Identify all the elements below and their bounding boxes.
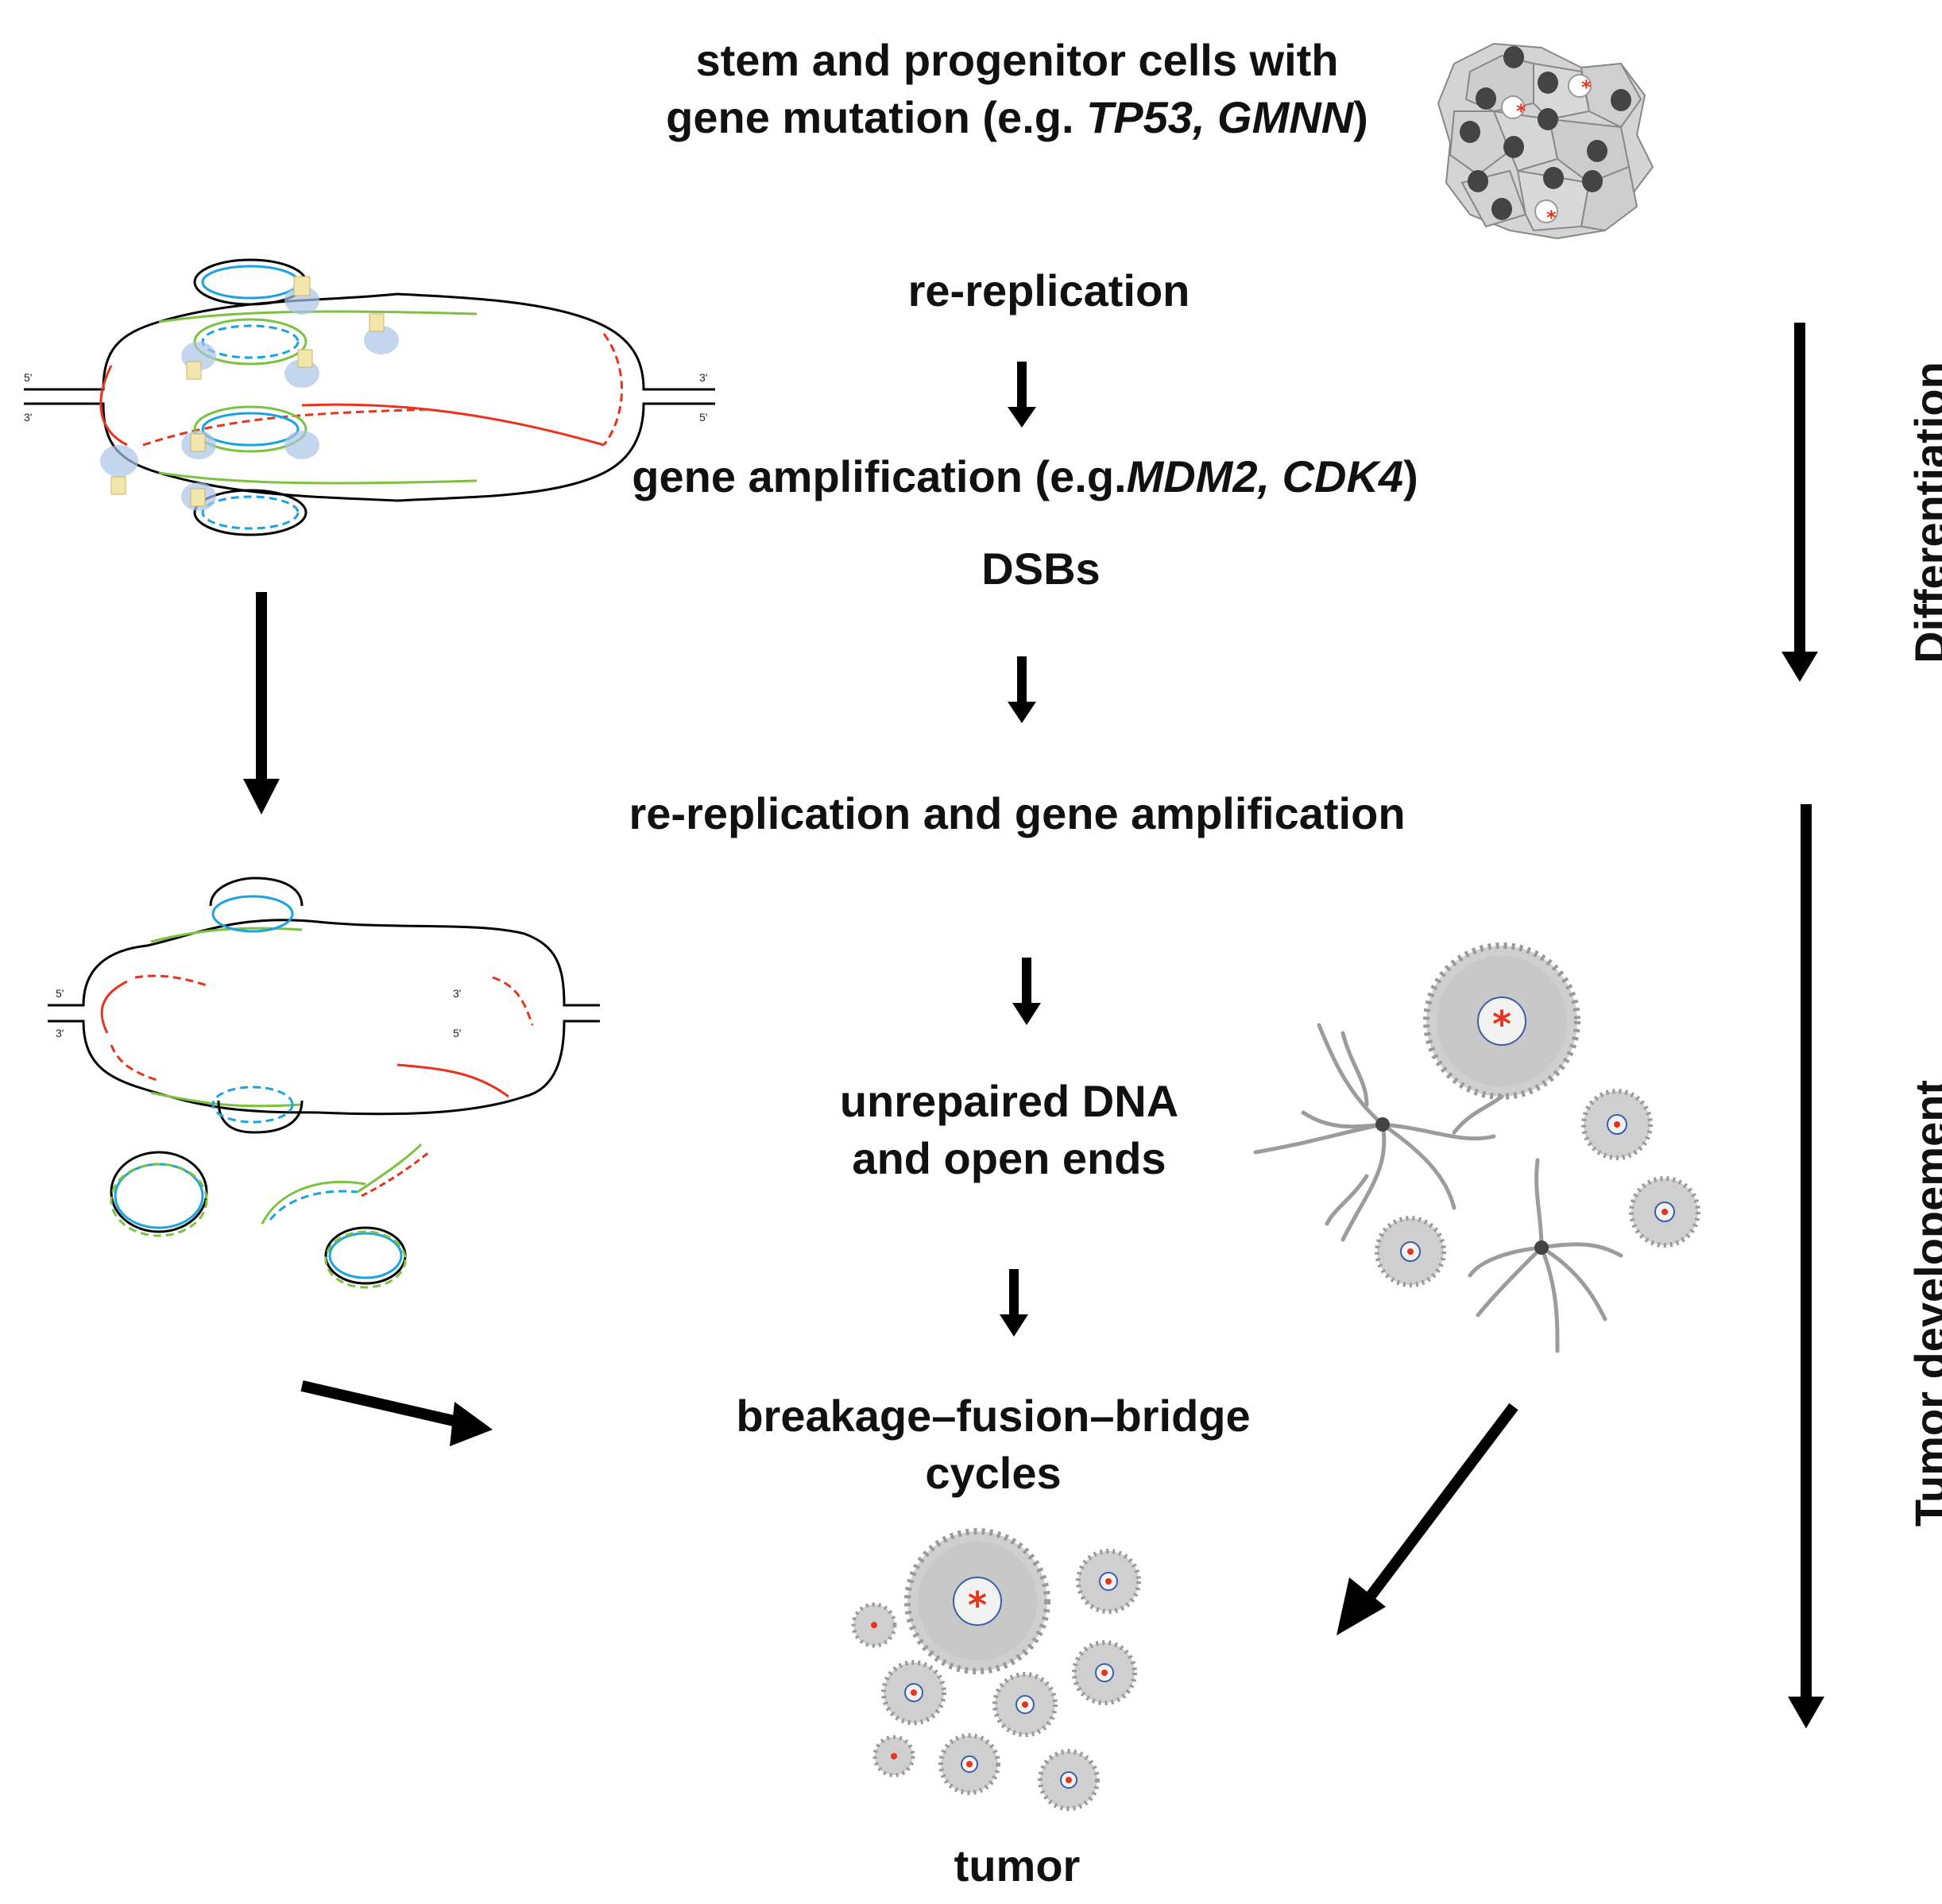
mutated-genes: TP53, GMNN bbox=[1086, 92, 1354, 142]
tumor-cell-e bbox=[992, 1672, 1058, 1737]
svg-text:*: * bbox=[1546, 207, 1557, 229]
three-prime-mid-left: 3' bbox=[56, 1027, 64, 1039]
three-prime-top-right: 3' bbox=[699, 371, 707, 384]
tumor-cell-large: * bbox=[904, 1528, 1050, 1674]
tumor-cluster: * bbox=[851, 1528, 1141, 1811]
stem-cell-cluster: * * * bbox=[1437, 42, 1654, 240]
neuron-cell-2 bbox=[1468, 1158, 1623, 1353]
center-arrows bbox=[1000, 362, 1041, 1337]
differentiated-cells: * bbox=[1253, 942, 1700, 1353]
svg-text:*: * bbox=[1581, 76, 1592, 99]
arrow-down-4 bbox=[1000, 1269, 1028, 1337]
tumor-label: tumor bbox=[954, 1840, 1081, 1890]
five-prime-mid-left: 5' bbox=[56, 987, 64, 1000]
tumor-cell-b bbox=[1072, 1640, 1137, 1705]
rereplication-label: re-replication bbox=[907, 265, 1190, 315]
arrow-down-1 bbox=[1008, 362, 1036, 428]
svg-text:*: * bbox=[968, 1584, 987, 1627]
broken-dna-diagram: 5' 3' 3' 5' bbox=[48, 877, 600, 1289]
small-tumor-cell-3 bbox=[1375, 1216, 1446, 1287]
left-down-arrow bbox=[243, 592, 280, 815]
tumor-development-arrow bbox=[1788, 804, 1824, 1728]
large-tumor-cell: * bbox=[1423, 942, 1580, 1100]
three-prime-mid-right: 3' bbox=[453, 987, 461, 1000]
dsbs-label: DSBs bbox=[981, 544, 1101, 594]
small-tumor-cell-1 bbox=[1581, 1089, 1653, 1160]
neuron-cell-1 bbox=[1253, 1023, 1504, 1242]
svg-text:*: * bbox=[1516, 100, 1526, 122]
left-diagonal-arrow bbox=[300, 1380, 493, 1446]
stem-cells-line2: gene mutation (e.g. TP53, GMNN) bbox=[666, 92, 1368, 142]
tumor-cell-f bbox=[872, 1735, 915, 1778]
svg-text:*: * bbox=[1492, 1003, 1511, 1046]
rereplication-amplification-label: re-replication and gene amplification bbox=[629, 788, 1406, 838]
tumor-cell-d bbox=[881, 1660, 946, 1725]
amplified-genes: MDM2, CDK4 bbox=[1126, 451, 1404, 501]
three-prime-bottom-left: 3' bbox=[24, 411, 32, 424]
five-prime-top-left: 5' bbox=[24, 371, 32, 384]
bfb-cycles-label: breakage–fusion–bridge cycles bbox=[736, 1391, 1251, 1498]
five-prime-mid-right: 5' bbox=[453, 1027, 461, 1039]
tumor-cell-h bbox=[1038, 1749, 1100, 1811]
differentiation-arrow bbox=[1781, 323, 1818, 682]
tumor-cell-g bbox=[938, 1733, 1000, 1795]
stem-cells-line1: stem and progenitor cells with bbox=[695, 35, 1339, 85]
five-prime-bottom-right: 5' bbox=[699, 411, 707, 424]
tumor-cell-c bbox=[851, 1602, 897, 1648]
tumor-cell-a bbox=[1076, 1549, 1141, 1614]
right-diagonal-arrow bbox=[1337, 1403, 1518, 1635]
arrow-down-3 bbox=[1012, 958, 1041, 1025]
unrepaired-dna-label: unrepaired DNA and open ends bbox=[839, 1076, 1179, 1183]
rereplication-diagram: 5' 3' 3' 5' bbox=[24, 258, 715, 536]
gene-amplification-label: gene amplification (e.g.MDM2, CDK4) bbox=[632, 451, 1418, 501]
small-tumor-cell-2 bbox=[1629, 1176, 1700, 1248]
arrow-down-2 bbox=[1008, 656, 1036, 723]
stem-cells-label: stem and progenitor cells with gene muta… bbox=[588, 32, 1446, 146]
